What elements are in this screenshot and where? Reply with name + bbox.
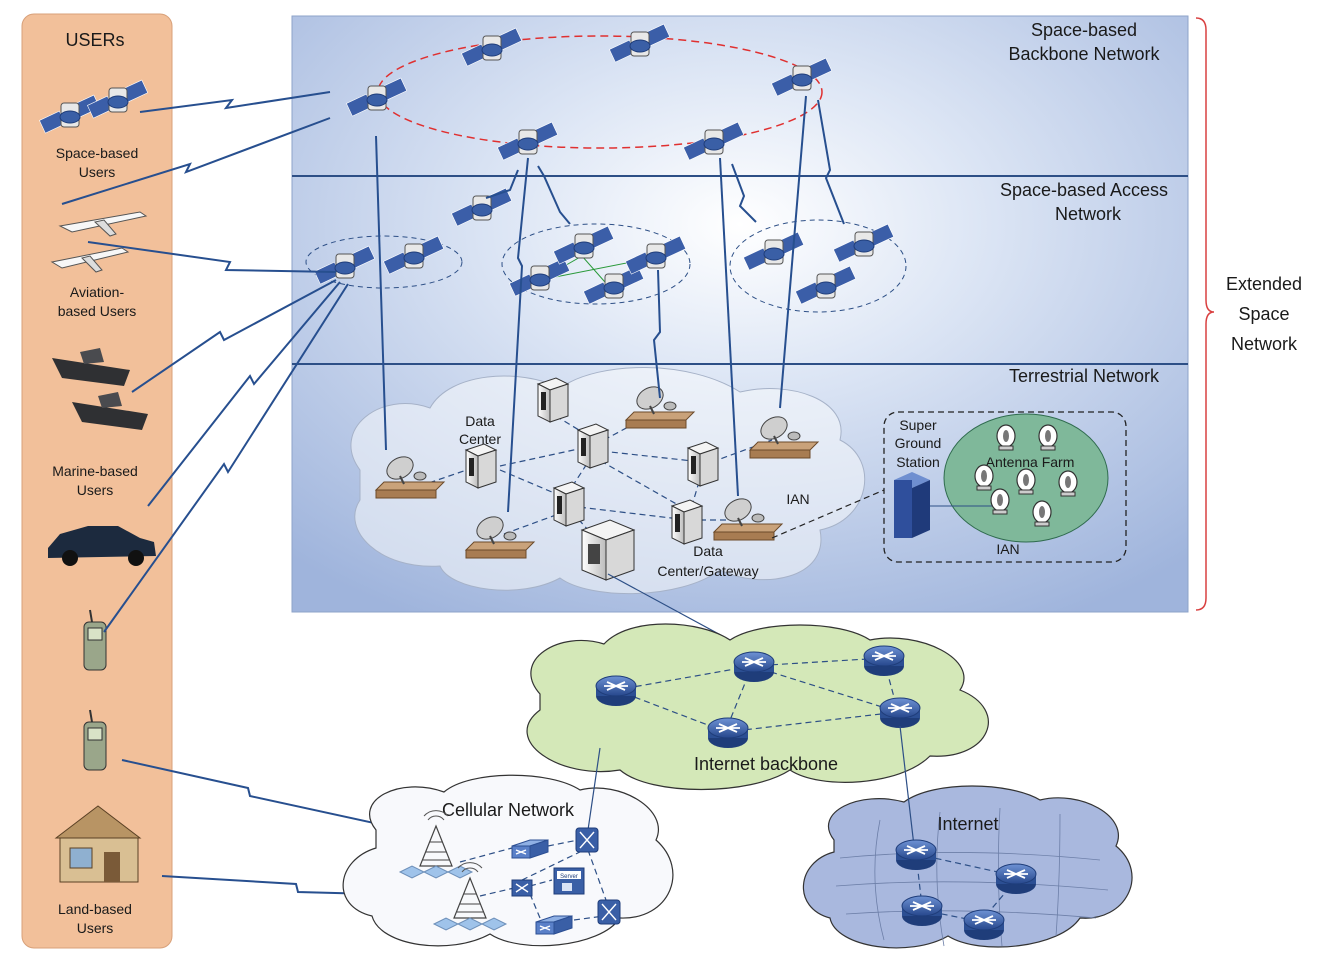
bracket-label-line1: Extended bbox=[1226, 274, 1302, 294]
marine-users-label-line1: Marine-based bbox=[52, 463, 138, 479]
switch-icon bbox=[511, 879, 533, 897]
router-icon bbox=[963, 909, 1005, 941]
server-icon bbox=[465, 443, 497, 489]
extended-space-bracket bbox=[1195, 17, 1215, 611]
router-icon bbox=[879, 697, 921, 729]
antenna-icon bbox=[1016, 468, 1036, 495]
server-icon bbox=[671, 499, 703, 545]
antenna-icon bbox=[1038, 424, 1058, 451]
layer-label-access-line2: Network bbox=[1055, 204, 1122, 224]
mobile-phone-icon-2 bbox=[83, 709, 107, 771]
space-based-users-label-line2: Users bbox=[79, 164, 116, 180]
access-cluster-1 bbox=[305, 235, 463, 289]
server-icon bbox=[537, 377, 569, 423]
bracket-label-line2: Space bbox=[1238, 304, 1289, 324]
server-box: Server bbox=[553, 867, 585, 895]
data-center-label-line1: Data bbox=[465, 413, 495, 429]
antenna-icon bbox=[1058, 470, 1078, 497]
access-cluster-3 bbox=[729, 219, 907, 313]
internet-backbone-label: Internet backbone bbox=[694, 754, 838, 774]
router-icon bbox=[995, 863, 1037, 895]
router-icon bbox=[895, 839, 937, 871]
mobile-phone-icon bbox=[83, 609, 107, 671]
router-icon bbox=[733, 651, 775, 683]
cellular-router-icon bbox=[597, 899, 621, 925]
internet-label: Internet bbox=[937, 814, 998, 834]
router-icon bbox=[707, 717, 749, 749]
access-cluster-2 bbox=[501, 223, 691, 305]
data-center-label-line2: Center bbox=[459, 431, 501, 447]
antenna-icon bbox=[996, 424, 1016, 451]
super-ground-station-label-line3: Station bbox=[896, 454, 940, 470]
gateway-label-line2: Center/Gateway bbox=[657, 563, 758, 579]
cellular-backbone-link bbox=[587, 747, 601, 831]
backbone-ring bbox=[377, 35, 823, 149]
users-panel bbox=[21, 13, 173, 949]
server-icon bbox=[553, 481, 585, 527]
bracket-label-line3: Network bbox=[1231, 334, 1298, 354]
land-users-label-line2: Users bbox=[77, 920, 114, 936]
antenna-icon bbox=[990, 488, 1010, 515]
land-users-label-line1: Land-based bbox=[58, 901, 132, 917]
house-icon bbox=[54, 805, 142, 883]
space-based-users-label-line1: Space-based bbox=[56, 145, 139, 161]
users-title: USERs bbox=[65, 30, 124, 50]
ian-label-2: IAN bbox=[996, 541, 1019, 557]
cellular-router-icon bbox=[575, 827, 599, 853]
ian-label-1: IAN bbox=[786, 491, 809, 507]
layer-label-terrestrial: Terrestrial Network bbox=[1009, 366, 1160, 386]
router-icon bbox=[863, 645, 905, 677]
antenna-icon bbox=[1032, 500, 1052, 527]
super-ground-station-label-line1: Super bbox=[899, 417, 937, 433]
server-icon bbox=[687, 441, 719, 487]
ship-icon bbox=[52, 348, 148, 430]
marine-users-label-line2: Users bbox=[77, 482, 114, 498]
server-box-label: Server bbox=[560, 874, 578, 880]
server-icon bbox=[577, 423, 609, 469]
backbone-internet-link bbox=[899, 725, 915, 847]
aviation-users-label-line1: Aviation- bbox=[70, 284, 125, 300]
gateway-label-line1: Data bbox=[693, 543, 723, 559]
antenna-farm-label: Antenna Farm bbox=[986, 454, 1075, 470]
super-ground-station-label-line2: Ground bbox=[895, 435, 942, 451]
layer-label-access-line1: Space-based Access bbox=[1000, 180, 1168, 200]
layer-label-backbone-line2: Backbone Network bbox=[1008, 44, 1160, 64]
cellular-links bbox=[459, 839, 607, 921]
antenna-icon bbox=[974, 464, 994, 491]
car-icon bbox=[48, 526, 156, 566]
router-icon bbox=[901, 895, 943, 927]
layer-label-backbone-line1: Space-based bbox=[1031, 20, 1137, 40]
server-rack-icon bbox=[894, 472, 930, 538]
ian-link bbox=[771, 489, 885, 539]
cellular-network-label: Cellular Network bbox=[442, 800, 575, 820]
internet-grid bbox=[835, 807, 1109, 947]
gateway-server-icon bbox=[580, 519, 636, 581]
router-icon bbox=[595, 675, 637, 707]
aircraft-icon bbox=[50, 211, 148, 273]
aviation-users-label-line2: based Users bbox=[58, 303, 137, 319]
internet-cloud bbox=[802, 785, 1133, 949]
